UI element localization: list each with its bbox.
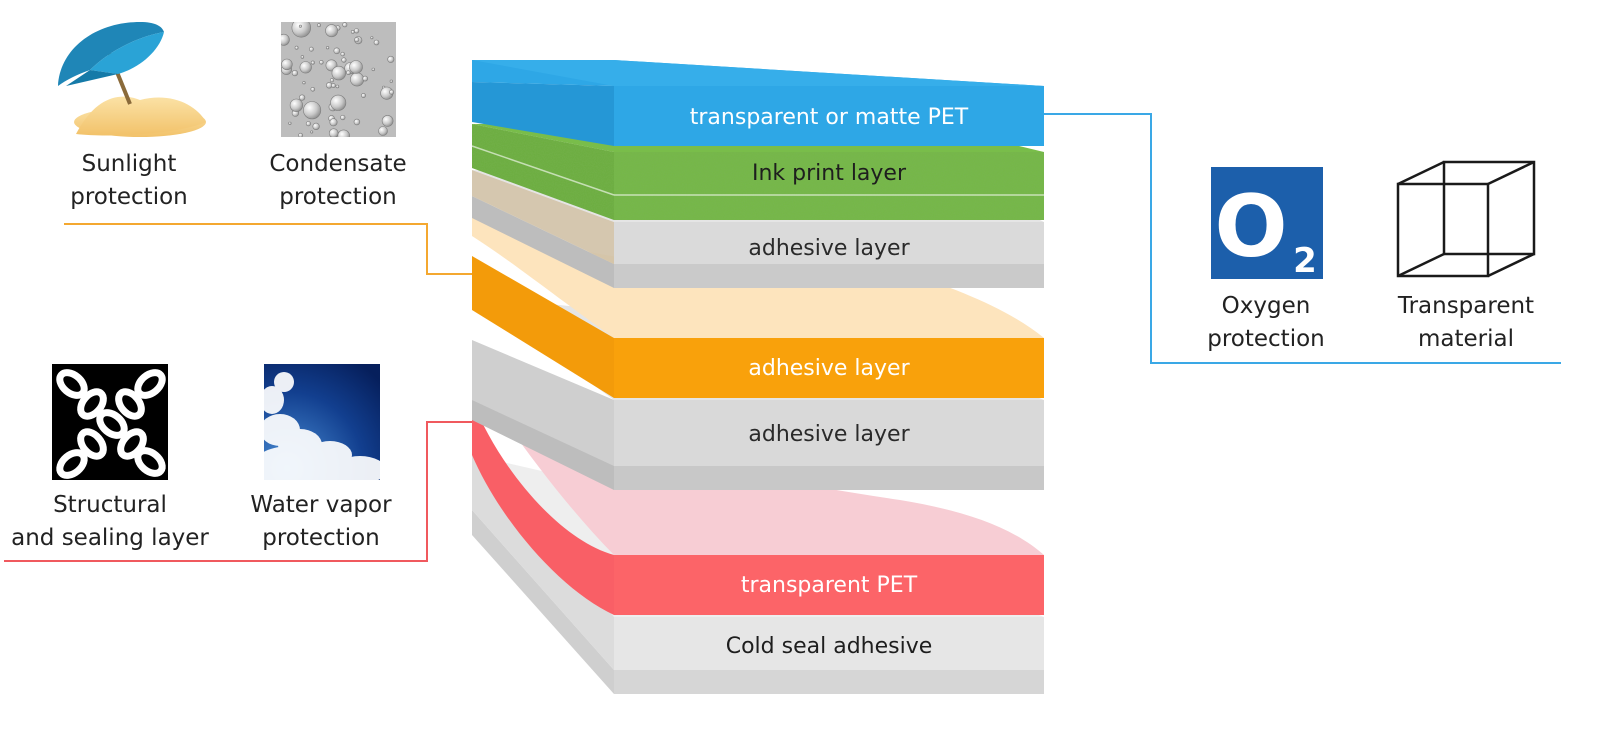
layer-label-transparent-pet: transparent PET <box>741 573 918 598</box>
layer-label-transparent-matte-pet: transparent or matte PET <box>690 105 969 130</box>
condensate-protection-line1: Condensate <box>269 151 406 177</box>
layer-stack: transparent or matte PET Ink print layer… <box>471 60 1044 694</box>
water-vapor-line1: Water vapor <box>250 492 392 518</box>
layer-label-adhesive-orange: adhesive layer <box>748 356 910 381</box>
layer-label-cold-seal-adhesive: Cold seal adhesive <box>726 634 933 659</box>
o2-icon: O 2 <box>1211 167 1323 281</box>
sky-clouds-icon <box>264 364 380 480</box>
beach-umbrella-icon <box>58 22 206 137</box>
oxygen-protection-line1: Oxygen <box>1222 293 1311 319</box>
sunlight-protection-line1: Sunlight <box>82 151 177 177</box>
transparent-material-line1: Transparent <box>1397 293 1534 319</box>
o2-symbol: O <box>1214 177 1287 277</box>
wireframe-cube-icon <box>1396 160 1536 278</box>
water-droplets-icon <box>281 22 396 137</box>
condensate-protection-line2: protection <box>279 184 397 210</box>
connector-bottom-left <box>4 421 472 562</box>
o2-subscript: 2 <box>1293 241 1317 281</box>
structural-sealing-line2: and sealing layer <box>11 525 209 551</box>
layer-transparent-pet <box>472 372 1044 615</box>
oxygen-protection-line2: protection <box>1207 326 1325 352</box>
structural-sealing-line1: Structural <box>53 492 167 518</box>
water-vapor-line2: protection <box>262 525 380 551</box>
connector-top-left <box>64 223 472 275</box>
layer-label-ink-print: Ink print layer <box>752 161 907 186</box>
transparent-material-line2: material <box>1418 326 1514 352</box>
layer-transparent-matte-pet <box>472 60 1044 146</box>
layer-label-adhesive-3: adhesive layer <box>748 422 910 447</box>
chain-icon <box>52 364 168 480</box>
connector-right <box>1044 113 1561 364</box>
layer-label-adhesive-1: adhesive layer <box>748 236 910 261</box>
sunlight-protection-line2: protection <box>70 184 188 210</box>
